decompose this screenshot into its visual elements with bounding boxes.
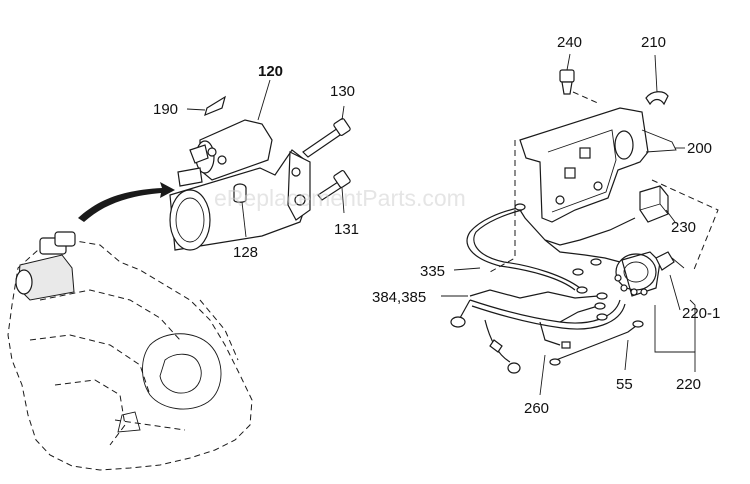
watermark-text: eReplacementParts.com (214, 185, 466, 211)
callout-230: 230 (671, 219, 696, 236)
callout-130: 130 (330, 83, 355, 100)
part-240-screw (559, 53, 575, 95)
locator-arrow (78, 182, 175, 222)
leader-190 (186, 108, 206, 111)
engine-block (7, 231, 253, 471)
assembly-line-right (651, 179, 719, 273)
part-190-gasket (204, 95, 226, 117)
leader-120 (257, 79, 271, 121)
callout-131: 131 (334, 221, 359, 238)
part-210-clip (645, 54, 669, 106)
callout-128: 128 (233, 244, 258, 261)
callout-220-1: 220-1 (682, 305, 720, 322)
part-230-relay (639, 185, 676, 223)
leader-335 (453, 267, 481, 271)
callout-210: 210 (641, 34, 666, 51)
callout-200: 200 (687, 140, 712, 157)
callout-335: 335 (420, 263, 445, 280)
callout-190: 190 (153, 101, 178, 118)
callout-240: 240 (557, 34, 582, 51)
leader-220-1 (669, 274, 681, 311)
callout-220: 220 (676, 376, 701, 393)
part-128 (233, 183, 247, 238)
part-220-ignition-switch (614, 251, 696, 372)
callout-55: 55 (616, 376, 633, 393)
wire-harness (450, 203, 644, 374)
assembly-line-240 (572, 91, 601, 105)
callout-120: 120 (258, 63, 283, 80)
assembly-line-left (489, 140, 516, 273)
part-131-bolt (317, 170, 351, 214)
mounting-bracket (519, 107, 677, 223)
leader-55 (624, 339, 629, 371)
callout-384-385: 384,385 (372, 289, 426, 306)
callout-260: 260 (524, 400, 549, 417)
part-130-bolt (302, 105, 351, 158)
leader-260 (539, 354, 546, 396)
